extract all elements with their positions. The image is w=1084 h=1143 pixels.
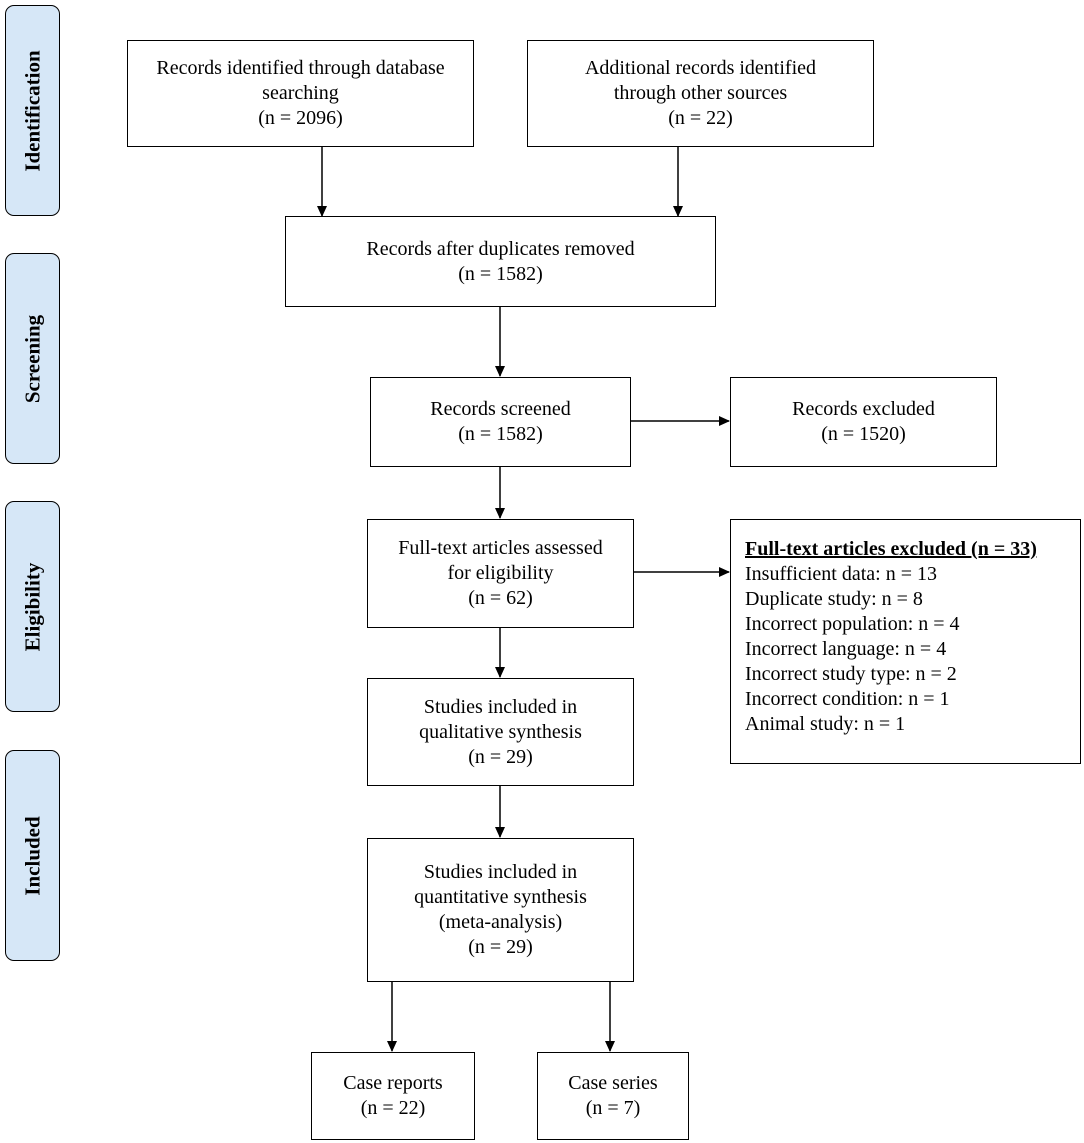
box-count: (n = 1582) (458, 423, 543, 445)
box-text: quantitative synthesis (414, 886, 587, 908)
phase-screening: Screening (5, 253, 60, 464)
box-text: qualitative synthesis (419, 720, 582, 743)
box-qualitative-synthesis: Studies included in qualitative synthesi… (367, 678, 634, 786)
box-text: Studies included in (423, 695, 578, 718)
box-count: (n = 2096) (258, 107, 343, 129)
box-other-sources: Additional records identified through ot… (527, 40, 874, 147)
box-text: Case reports (343, 1072, 443, 1094)
box-text: Records identified through database (156, 57, 445, 79)
box-count: (n = 62) (468, 587, 533, 609)
box-database-search: Records identified through database sear… (127, 40, 474, 147)
phase-included: Included (5, 750, 60, 961)
excluded-reason: Incorrect condition: n = 1 (745, 688, 950, 710)
box-after-duplicates: Records after duplicates removed (n = 15… (285, 216, 716, 307)
box-count: (n = 29) (468, 936, 533, 958)
box-text: Additional records identified (584, 57, 817, 79)
box-text: Records screened (430, 398, 571, 420)
box-quantitative-synthesis: Studies included in quantitative synthes… (367, 838, 634, 982)
excluded-reason: Incorrect language: n = 4 (745, 638, 947, 660)
phase-identification: Identification (5, 5, 60, 216)
box-count: (n = 1520) (821, 423, 906, 445)
box-count: (n = 29) (468, 745, 533, 768)
box-records-screened: Records screened (n = 1582) (370, 377, 631, 467)
box-text: searching (262, 82, 339, 104)
box-text: Full-text articles assessed (398, 537, 603, 559)
box-text: (meta-analysis) (438, 911, 563, 933)
box-records-excluded: Records excluded (n = 1520) (730, 377, 997, 467)
box-text: for eligibility (447, 562, 554, 584)
box-text: Records after duplicates removed (366, 237, 635, 260)
box-count: (n = 7) (585, 1097, 641, 1119)
box-text: Studies included in (423, 861, 578, 883)
box-case-series: Case series (n = 7) (537, 1052, 689, 1140)
excluded-reason: Incorrect study type: n = 2 (745, 663, 957, 685)
box-text: Case series (568, 1072, 658, 1094)
box-count: (n = 22) (360, 1097, 426, 1119)
box-count: (n = 22) (668, 107, 733, 129)
excluded-reason: Animal study: n = 1 (745, 713, 906, 735)
excluded-reason: Insufficient data: n = 13 (745, 563, 937, 585)
box-full-text-assessed: Full-text articles assessed for eligibil… (367, 519, 634, 628)
box-count: (n = 1582) (458, 262, 543, 285)
box-case-reports: Case reports (n = 22) (311, 1052, 475, 1140)
excluded-reason: Duplicate study: n = 8 (745, 588, 923, 610)
box-text: through other sources (613, 82, 788, 104)
box-full-text-excluded: Full-text articles excluded (n = 33) Ins… (730, 519, 1081, 764)
excluded-reason: Incorrect population: n = 4 (745, 613, 960, 635)
box-text: Records excluded (792, 398, 935, 420)
excluded-heading: Full-text articles excluded (n = 33) (745, 538, 1037, 560)
phase-eligibility: Eligibility (5, 501, 60, 712)
